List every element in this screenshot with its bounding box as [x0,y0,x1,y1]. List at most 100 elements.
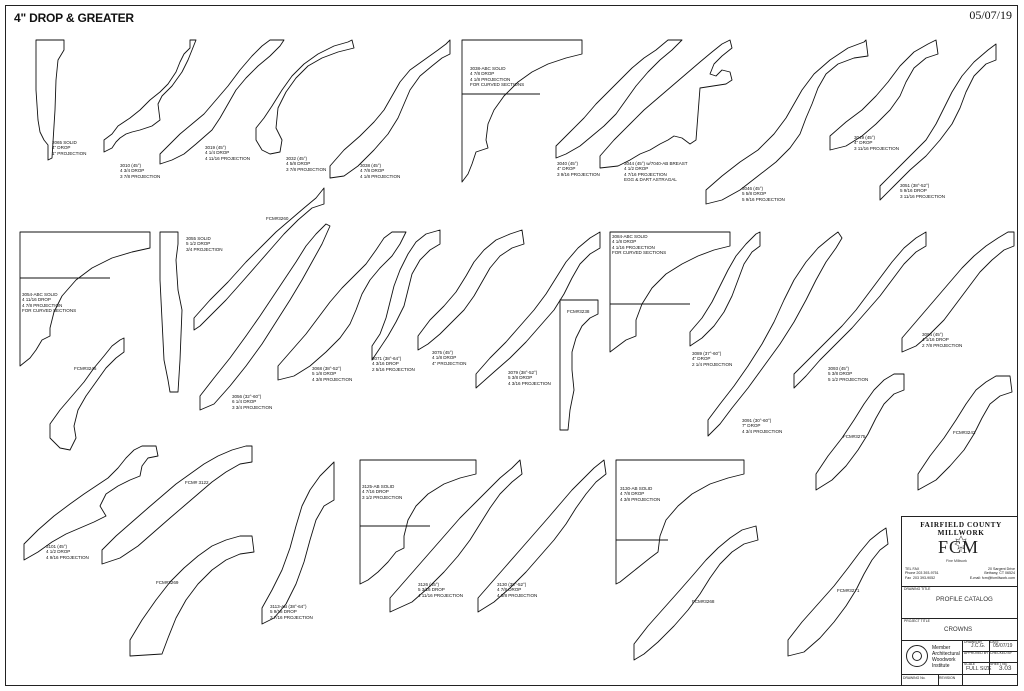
title-block-date: 05/07/19 [993,643,1013,649]
profile-3093 [793,231,927,389]
label-3044: 3044 (45°) w/7040-AB BREAST 4 1/2 DROP 4… [624,161,688,183]
maple-leaf-icon [954,535,968,552]
profile-2065 [35,39,65,161]
checked-by-label: CHECKED BY [990,651,1013,655]
drawn-by-label: DRAWN BY [964,640,983,644]
sheet-number-label: SHEET No. [990,662,1008,666]
profile-3101 [23,445,159,561]
label-fcm3269: FCM#3269 [156,580,179,585]
label-3094: 3094 (45°) 4 1/16 DROP 2 7/8 PROJECTION [922,332,963,348]
label-3046: 3046 (45°) 5 5/8 DROP 5 9/16 PROJECTION [742,186,785,202]
drawn-by: J.C.G. [971,643,986,649]
profile-3130ab [615,459,745,585]
project-title-row: PROJECT TITLE CROWNS [902,618,1017,641]
label-3049: 3049 (45°) 4" DROP 3 11/16 PROJECTION [854,135,899,151]
label-3093: 3093 (45°) 5 3/8 DROP 5 1/2 PROJECTION [828,366,869,382]
label-3068: 3068 (38°-52°) 5 1/8 DROP 4 3/8 PROJECTI… [312,366,353,382]
sheet-border [5,5,1018,686]
project-title: CROWNS [944,626,973,633]
profile-3056 [199,223,331,411]
label-3038: 3038 (45°) 4 7/8 DROP 4 1/8 PROJECTION [360,163,401,179]
logo-monogram: FCM [938,537,980,557]
profile-fcm3242 [917,375,1013,491]
label-3019: 3019 (45°) 4 1/4 DROP 4 11/16 PROJECTION [205,145,250,161]
profile-3125ab [359,459,477,585]
company-address: 20 Sargent Drive Bethany, CT 06524 E-mai… [969,567,1015,580]
label-3054abc: 3054-ABC SOLID 4 11/16 DROP 4 7/8 PROJEC… [22,292,77,314]
label-3101: 3101 (45°) 4 1/2 DROP 4 9/16 PROJECTION [46,544,89,560]
drawing-title: PROFILE CATALOG [936,596,993,603]
profile-3084abc [609,231,731,353]
label-fcm3242: FCM#3242 [953,430,976,435]
sheet-title: 4" DROP & GREATER [14,11,134,25]
label-3125ab: 3125-AB SOLID 4 7/16 DROP 3 1/2 PROJECTI… [362,484,403,500]
profile-fcm3275 [815,373,905,491]
label-fcm3122: FCM# 3122 [185,480,209,485]
profile-3038 [329,39,451,179]
profile-3038abc [461,39,583,183]
awi-seal-icon [906,645,928,667]
label-3075: 3075 (45°) 4 1/8 DROP 4" PROJECTION [432,350,467,366]
revision-label: REVISION [939,676,956,680]
approved-by-label: APPROVED BY [964,651,989,655]
sheet-date: 05/07/19 [969,8,1012,22]
label-3056: 3056 (32°-60°) 6 1/4 DROP 3 3/4 PROJECTI… [232,394,273,410]
label-3130ab: 3130-AB SOLID 4 7/8 DROP 4 3/8 PROJECTIO… [620,486,661,502]
profile-3044 [599,39,733,169]
profile-3071 [371,229,441,361]
label-fcm3238: FCM#3238 [567,309,590,314]
profile-fcm3246 [49,337,125,451]
drawing-title-label: DRAWING TITLE [904,587,931,591]
profile-3130 [477,459,607,613]
company-phone: TEL FAX Phone 203 393-9751 Fax 203 393-9… [905,567,939,580]
profile-3040 [555,39,683,159]
profile-3054abc [19,231,151,367]
company-logo-area: FAIRFIELD COUNTY MILLWORK FCM Fine Millw… [902,517,1017,587]
profile-fcm3260 [193,187,325,331]
label-3130: 3130 (38°-52°) 4 7/8 DROP 4 3/8 PROJECTI… [497,582,538,598]
profile-3079 [475,231,601,389]
label-3079: 3079 (38°-52°) 5 3/8 DROP 4 3/16 PROJECT… [508,370,551,386]
profile-3068 [277,231,407,381]
label-3113ab: 3113-AB (38°-64°) 5 9/16 DROP 3 7/16 PRO… [270,604,313,620]
label-fcm3275: FCM#3275 [843,434,866,439]
title-block: FAIRFIELD COUNTY MILLWORK FCM Fine Millw… [901,516,1018,686]
label-3038abc: 3038-ABC SOLID 4 7/8 DROP 4 1/8 PROJECTI… [470,66,525,88]
scale-label: SCALE [964,662,976,666]
project-title-label: PROJECT TITLE [904,619,930,623]
label-3084abc: 3084-ABC SOLID 4 1/8 DROP 4 1/16 PROJECT… [612,234,667,256]
label-3126: 3126 (45°) 5 3/16 DROP 4 11/16 PROJECTIO… [418,582,463,598]
scale-value: FULL SIZE [966,666,992,672]
label-3010: 3010 (45°) 4 3/4 DROP 3 7/8 PROJECTION [120,163,161,179]
company-tagline: Fine Millwork [946,559,967,563]
sheet-number: 3.03 [999,665,1012,672]
company-name: FAIRFIELD COUNTY MILLWORK [920,521,1002,537]
label-3032: 3032 (45°) 4 5/8 DROP 3 7/8 PROJECTION [286,156,327,172]
profile-3049 [829,39,939,151]
profile-3089 [689,231,761,347]
label-3051: 3051 (38°-52°) 5 9/16 DROP 3 11/16 PROJE… [900,183,945,199]
label-3055: 3055 SOLID 5 1/2 DROP 3/4 PROJECTION [186,236,223,252]
profile-3091 [707,231,843,437]
profile-3075 [417,229,525,351]
profile-3051 [879,43,997,201]
profile-3126 [389,459,523,613]
profile-3046 [705,39,869,205]
profile-fcm3271 [787,527,889,657]
label-fcm3271: FCM#3271 [837,588,860,593]
profile-3032 [255,39,355,155]
profile-3019 [159,39,285,165]
membership-text: Member Architectural Woodwork Institute [932,645,960,669]
label-fcm3268: FCM#3268 [692,599,715,604]
drawing-number-row: DRAWING No. REVISION [902,674,1017,686]
drawing-number-label: DRAWING No. [903,676,926,680]
profile-fcm3268 [633,525,759,661]
label-3091: 3091 (30°-60°) 7" DROP 4 3/4 PROJECTION [742,418,783,434]
label-3071: 3071 (38°-64°) 4 3/16 DROP 2 5/16 PROJEC… [372,356,415,372]
profile-3094 [901,231,1015,353]
drawing-title-row: DRAWING TITLE PROFILE CATALOG [902,586,1017,619]
profile-3055 [159,231,183,393]
date-label: DATE [990,640,999,644]
profile-fcm3269 [129,535,255,657]
